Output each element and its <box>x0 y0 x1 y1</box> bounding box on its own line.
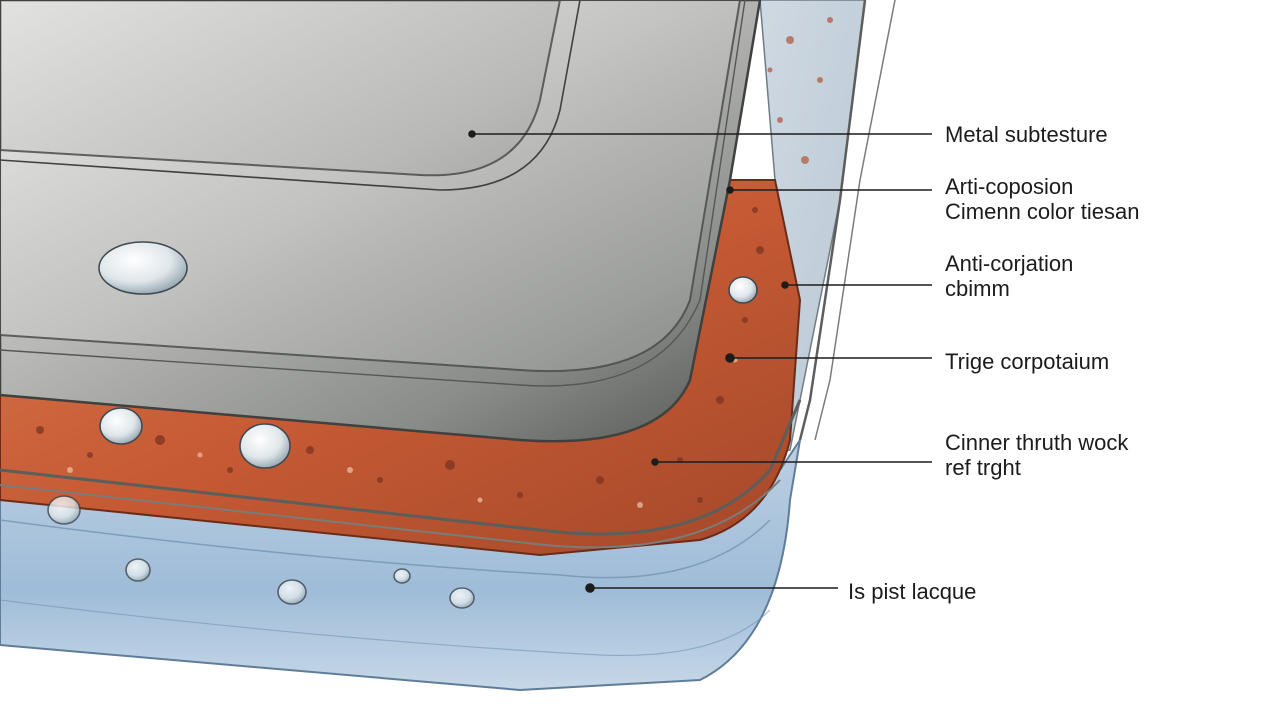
coating-speckles <box>767 17 833 164</box>
label-line: Cimenn color tiesan <box>945 199 1140 224</box>
label-line: Is pist lacque <box>848 579 977 604</box>
leader-lines <box>468 130 932 593</box>
label-triple-corrosion: Trige corpotaium <box>945 349 1109 374</box>
label-line: ref trght <box>945 455 1021 480</box>
label-line: cbimm <box>945 276 1010 301</box>
label-line: Cinner thruth wock <box>945 430 1129 455</box>
label-inner-coat: Cinner thruth wock ref trght <box>945 430 1128 480</box>
label-line: Arti-coposion <box>945 174 1074 199</box>
label-anti-corrosion-color: Arti-coposion Cimenn color tiesan <box>945 174 1139 224</box>
label-anti-corrosion-coat: Anti-corjation cbimm <box>945 251 1073 301</box>
rust-speckles <box>36 207 764 503</box>
bubbles <box>47 241 758 609</box>
label-line: Anti-corjation <box>945 251 1074 276</box>
label-line: Trige corpotaium <box>945 349 1110 374</box>
label-line: Metal subtesture <box>945 122 1108 147</box>
label-metal-substrate: Metal subtesture <box>945 122 1108 147</box>
label-lacquer-layer: Is pist lacque <box>848 579 976 604</box>
light-speckles <box>67 357 738 508</box>
